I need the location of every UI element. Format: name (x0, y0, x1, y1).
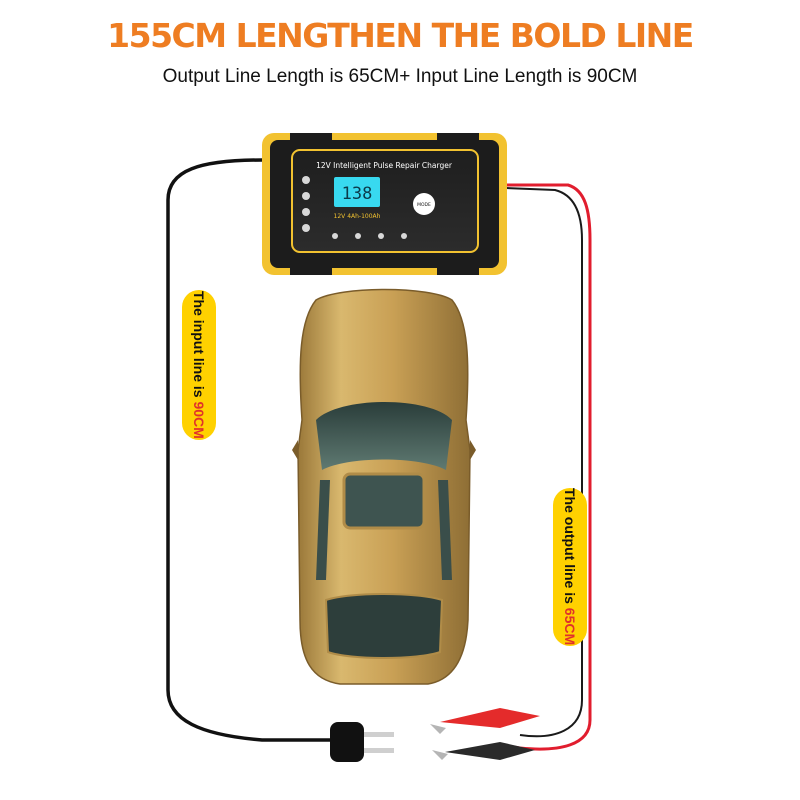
charger-display: 138 (342, 184, 373, 204)
output-line-tag: The output line is 65CM (553, 488, 587, 646)
output-wire-black (504, 187, 583, 738)
input-line-value: 90CM (191, 401, 207, 439)
headline: 155CM LENGTHEN THE BOLD LINE (107, 16, 694, 55)
charger: 12V Intelligent Pulse Repair Charger 138… (262, 133, 507, 275)
output-line-value: 65CM (562, 608, 578, 646)
input-wire (166, 158, 330, 742)
subheadline: Output Line Length is 65CM+ Input Line L… (162, 66, 638, 87)
mode-button-label: MODE (417, 202, 431, 208)
output-wire-red (499, 183, 592, 751)
battery-clamps (430, 708, 540, 760)
output-line-text: The output line is (562, 488, 578, 609)
charger-title: 12V Intelligent Pulse Repair Charger (316, 161, 453, 170)
input-line-tag: The input line is 90CM (182, 290, 216, 440)
power-plug (330, 722, 394, 762)
input-line-text: The input line is (191, 291, 207, 402)
car (292, 288, 476, 685)
charger-range: 12V 4Ah-100Ah (334, 213, 381, 220)
